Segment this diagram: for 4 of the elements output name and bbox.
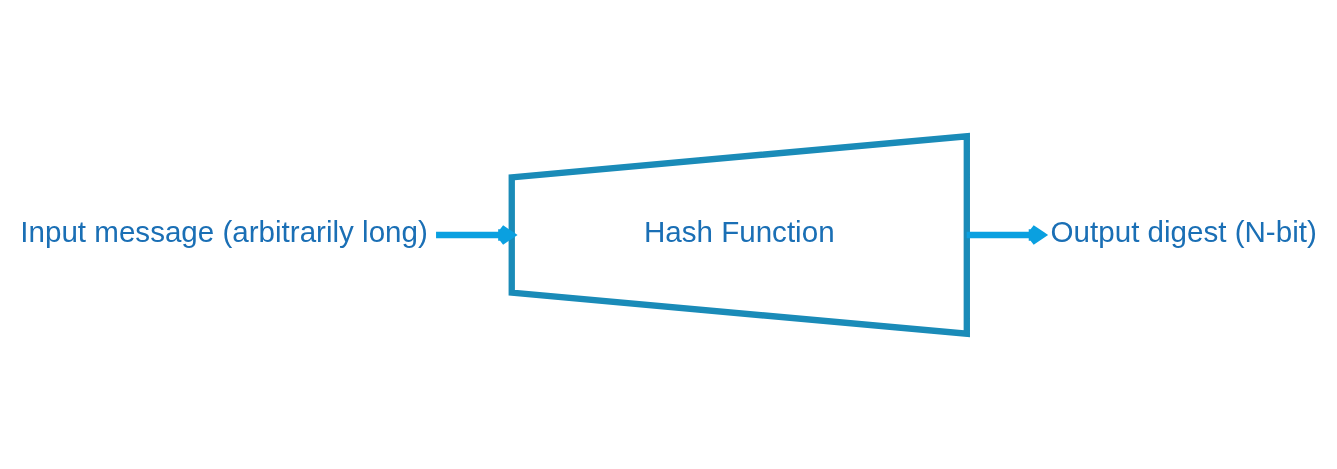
node-text: Output digest (N-bit) <box>1050 214 1317 248</box>
node-box: Hash Function <box>508 132 970 337</box>
arrow <box>966 224 1046 245</box>
node-text: Input message (arbitrarily long) <box>20 214 428 248</box>
